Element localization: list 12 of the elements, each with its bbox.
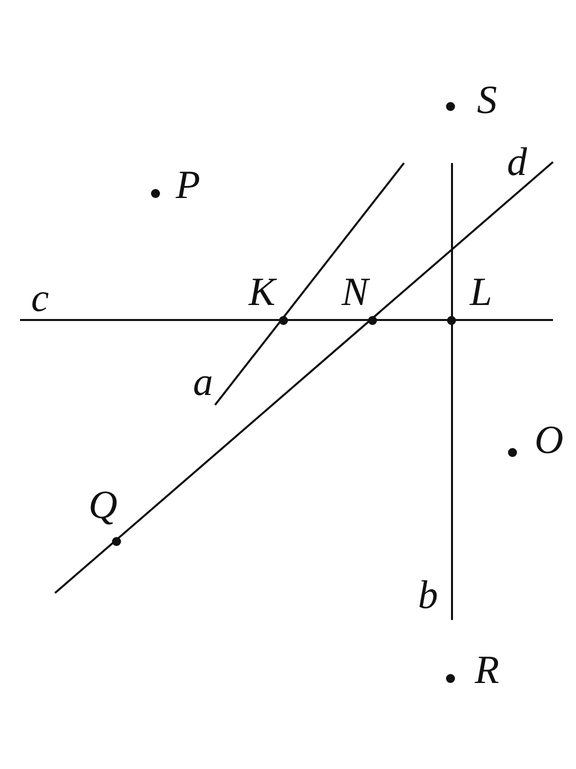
line-label: b [418,575,438,615]
point-label: R [474,650,500,690]
point-label: O [534,420,564,460]
point-label: L [470,272,492,312]
line-label: c [31,278,49,318]
line-label: a [193,362,213,402]
point-label: P [176,165,200,205]
line-label: d [507,142,527,182]
point-label: S [477,80,497,120]
point-label: K [248,272,276,312]
point-label: N [342,272,368,312]
point-label: Q [88,485,118,525]
